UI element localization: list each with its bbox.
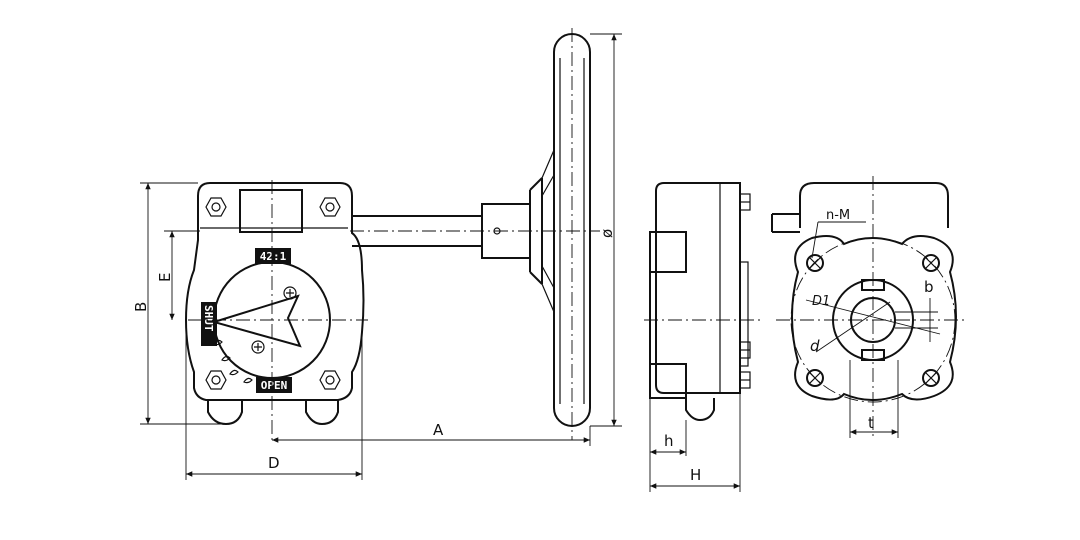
dim-t-label: t bbox=[868, 414, 874, 432]
ratio-text: 42:1 bbox=[260, 250, 287, 263]
mounting-flange bbox=[791, 235, 957, 401]
mounting-hole-icon bbox=[806, 254, 940, 387]
front-view: 42:1 SHUT OPEN B E D bbox=[132, 28, 622, 480]
foot-left bbox=[207, 400, 243, 426]
dim-a-label: A bbox=[433, 421, 444, 439]
dim-phi-label: ø bbox=[598, 229, 616, 238]
input-shaft bbox=[352, 215, 482, 247]
pointer-arrow-icon bbox=[210, 294, 302, 348]
screw-icon bbox=[251, 286, 297, 354]
open-text: OPEN bbox=[261, 379, 288, 392]
side-bolt-icon bbox=[739, 193, 751, 389]
shut-text: SHUT bbox=[202, 305, 215, 332]
dim-e-label: E bbox=[156, 273, 174, 282]
shut-plate bbox=[201, 302, 217, 346]
indicator-window bbox=[239, 189, 303, 233]
side-view: h H bbox=[644, 182, 760, 492]
dim-d-small-label: d bbox=[810, 337, 820, 355]
side-housing bbox=[655, 182, 741, 394]
ratio-plate bbox=[255, 248, 291, 264]
dim-H-label: H bbox=[690, 466, 701, 484]
front-housing bbox=[184, 182, 365, 401]
hex-bolt-icon bbox=[205, 197, 341, 390]
foot-right bbox=[305, 400, 339, 426]
dim-nm-label: n-M bbox=[826, 208, 850, 223]
dim-d1-label: D1 bbox=[812, 294, 830, 309]
open-plate bbox=[256, 377, 292, 393]
flange-view: b D1 d n-M t bbox=[771, 176, 964, 440]
dim-h-label: h bbox=[664, 432, 674, 450]
dim-b-small-label: b bbox=[924, 278, 934, 296]
dim-d-label: D bbox=[268, 454, 280, 472]
dim-b-label: B bbox=[132, 302, 150, 312]
